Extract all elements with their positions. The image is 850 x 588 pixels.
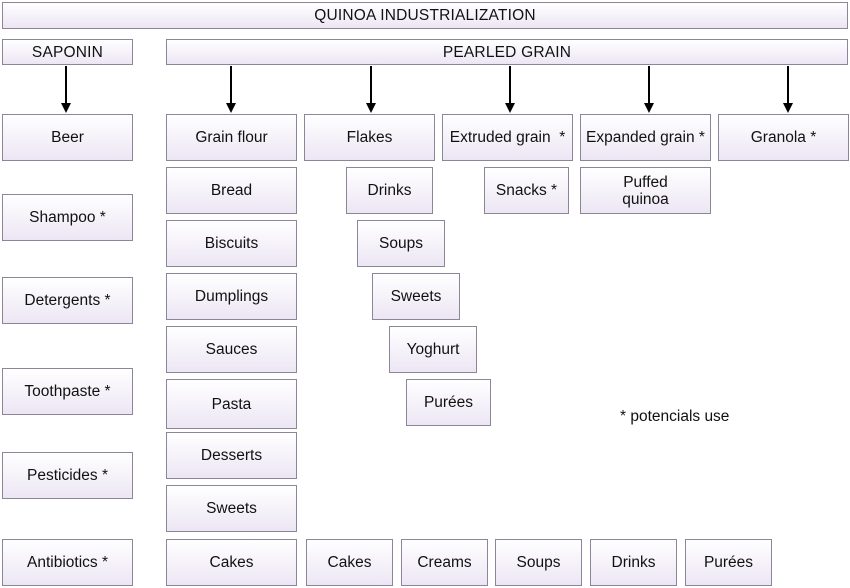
saponin-item-pesticides: Pesticides * [2, 452, 133, 499]
grain-flour-item-pasta: Pasta [166, 379, 297, 429]
bottom-item-purees: Purées [685, 539, 772, 586]
bottom-item-creams: Creams [401, 539, 488, 586]
saponin-item-antibiotics: Antibiotics * [2, 539, 133, 586]
grain-flour-item-dumplings: Dumplings [166, 273, 297, 320]
bottom-item-soups: Soups [495, 539, 582, 586]
title-box: QUINOA INDUSTRIALIZATION [2, 2, 848, 29]
grain-flour-item-sauces: Sauces [166, 326, 297, 373]
flakes-item-drinks: Drinks [346, 167, 433, 214]
flakes-item-yoghurt: Yoghurt [389, 326, 477, 373]
flakes-item-soups: Soups [357, 220, 445, 267]
saponin-item-beer: Beer [2, 114, 133, 161]
grain-flour-item-cakes: Cakes [166, 539, 297, 586]
expanded-item-puffed-quinoa: Puffed quinoa [580, 167, 711, 214]
grain-flour-item-bread: Bread [166, 167, 297, 214]
category-flakes: Flakes [304, 114, 435, 161]
extruded-item-snacks: Snacks * [484, 167, 569, 214]
grain-flour-item-biscuits: Biscuits [166, 220, 297, 267]
saponin-item-toothpaste: Toothpaste * [2, 368, 133, 415]
grain-flour-item-desserts: Desserts [166, 432, 297, 479]
footnote: * potencials use [620, 408, 730, 425]
category-expanded-grain: Expanded grain * [580, 114, 711, 161]
flakes-item-purees: Purées [406, 379, 491, 426]
category-grain-flour: Grain flour [166, 114, 297, 161]
saponin-item-shampoo: Shampoo * [2, 194, 133, 241]
saponin-header: SAPONIN [2, 39, 133, 65]
grain-flour-item-sweets: Sweets [166, 485, 297, 532]
pearled-grain-header: PEARLED GRAIN [166, 39, 848, 65]
category-granola: Granola * [718, 114, 849, 161]
category-extruded-grain: Extruded grain * [442, 114, 573, 161]
bottom-item-cakes: Cakes [306, 539, 393, 586]
saponin-item-detergents: Detergents * [2, 277, 133, 324]
flakes-item-sweets: Sweets [372, 273, 460, 320]
bottom-item-drinks: Drinks [590, 539, 677, 586]
